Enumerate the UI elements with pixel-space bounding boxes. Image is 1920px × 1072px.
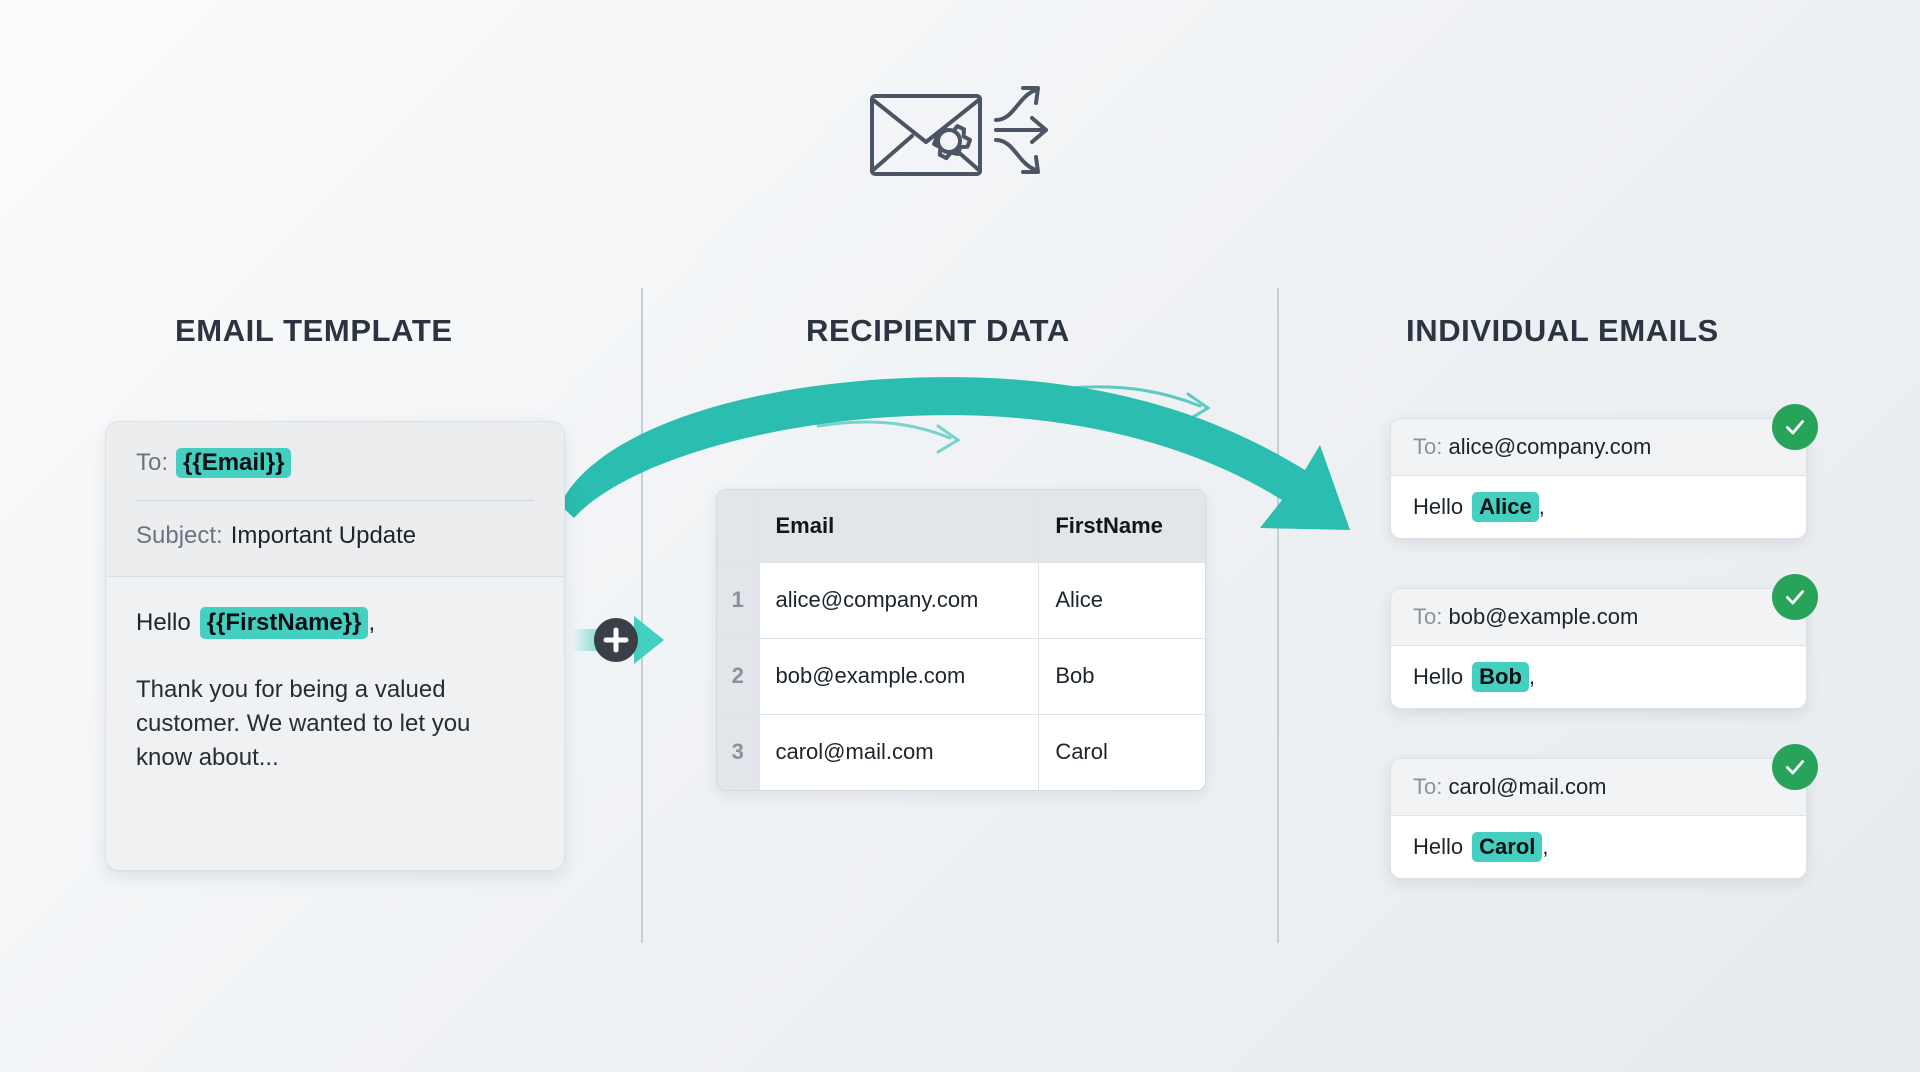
email-greeting-suffix: ,: [1528, 664, 1536, 689]
email-greeting-suffix: ,: [1542, 834, 1549, 859]
email-to-row: To: carol@mail.com: [1391, 759, 1806, 816]
column-divider-left: [641, 288, 643, 943]
email-to-label: To:: [1413, 434, 1443, 459]
check-circle-icon: [1772, 574, 1818, 620]
row-index: 3: [717, 714, 760, 790]
check-circle-icon: [1772, 744, 1818, 790]
email-merged-name: Carol: [1472, 832, 1543, 862]
row-index: 2: [717, 638, 760, 715]
table-body: 1 alice@company.com Alice 2 bob@example.…: [717, 562, 1205, 790]
row-email: carol@mail.com: [759, 714, 1040, 790]
table-row[interactable]: 1 alice@company.com Alice: [717, 562, 1205, 639]
table-index-header: [717, 490, 760, 563]
row-email: alice@company.com: [759, 562, 1040, 639]
email-greeting-suffix: ,: [1538, 494, 1545, 519]
template-firstname-merge-tag: {{FirstName}}: [199, 606, 369, 639]
email-to-label: To:: [1413, 604, 1443, 629]
table-column-firstname: FirstName: [1038, 490, 1205, 563]
template-header: To: {{Email}}: [106, 422, 564, 502]
table-header: Email FirstName: [717, 490, 1205, 563]
merge-flow-arrow-icon: [560, 360, 1420, 560]
template-subject-value: Important Update: [230, 522, 417, 550]
email-greeting: Hello Bob ,: [1391, 646, 1806, 708]
row-email: bob@example.com: [759, 638, 1040, 715]
email-greeting-prefix: Hello: [1413, 664, 1464, 689]
email-to-row: To: bob@example.com: [1391, 589, 1806, 646]
recipients-table: Email FirstName 1 alice@company.com Alic…: [717, 490, 1205, 790]
template-greeting-suffix: ,: [368, 608, 376, 636]
template-subject-label: Subject:: [136, 522, 223, 550]
email-to-row: To: alice@company.com: [1391, 419, 1806, 476]
individual-email-card[interactable]: To: alice@company.com Hello Alice ,: [1390, 418, 1807, 539]
row-firstname: Bob: [1038, 638, 1205, 715]
email-greeting-prefix: Hello: [1413, 834, 1464, 859]
template-to-row: To: {{Email}}: [136, 448, 534, 479]
individual-email-card[interactable]: To: carol@mail.com Hello Carol ,: [1390, 758, 1807, 879]
email-merged-name: Bob: [1472, 662, 1529, 692]
table-row[interactable]: 2 bob@example.com Bob: [717, 638, 1205, 715]
template-body: Hello {{FirstName}} , Thank you for bein…: [106, 575, 564, 870]
individual-email-card[interactable]: To: bob@example.com Hello Bob ,: [1390, 588, 1807, 709]
envelope-gear-distribute-icon: [860, 72, 1060, 192]
template-divider: [136, 500, 534, 502]
email-to-value: bob@example.com: [1448, 604, 1639, 629]
email-to-value: alice@company.com: [1448, 434, 1652, 459]
template-body-text: Thank you for being a valued customer. W…: [136, 675, 471, 771]
template-greeting-prefix: Hello: [136, 608, 191, 636]
email-greeting: Hello Alice ,: [1391, 476, 1806, 538]
column-title-email-template: EMAIL TEMPLATE: [175, 313, 453, 348]
column-title-individual-emails: INDIVIDUAL EMAILS: [1406, 313, 1719, 348]
template-subject-row: Subject: Important Update: [106, 501, 564, 575]
email-to-value: carol@mail.com: [1448, 774, 1607, 799]
email-merged-name: Alice: [1472, 492, 1539, 522]
email-greeting-prefix: Hello: [1413, 494, 1464, 519]
template-greeting: Hello {{FirstName}} ,: [136, 606, 534, 639]
table-row[interactable]: 3 carol@mail.com Carol: [717, 714, 1205, 790]
email-template-card[interactable]: To: {{Email}} Subject: Important Update …: [105, 421, 565, 871]
row-index: 1: [717, 562, 760, 639]
template-to-label: To:: [136, 449, 169, 476]
template-to-merge-tag: {{Email}}: [176, 448, 292, 479]
merge-plus-arrow-icon: [572, 608, 682, 672]
row-firstname: Carol: [1038, 714, 1205, 790]
column-divider-right: [1277, 288, 1279, 943]
email-greeting: Hello Carol ,: [1391, 816, 1806, 878]
row-firstname: Alice: [1038, 562, 1205, 639]
recipient-data-table[interactable]: Email FirstName 1 alice@company.com Alic…: [716, 489, 1206, 791]
table-header-row: Email FirstName: [717, 490, 1205, 563]
check-circle-icon: [1772, 404, 1818, 450]
email-to-label: To:: [1413, 774, 1443, 799]
column-title-recipient-data: RECIPIENT DATA: [806, 313, 1070, 348]
table-column-email: Email: [759, 490, 1040, 563]
